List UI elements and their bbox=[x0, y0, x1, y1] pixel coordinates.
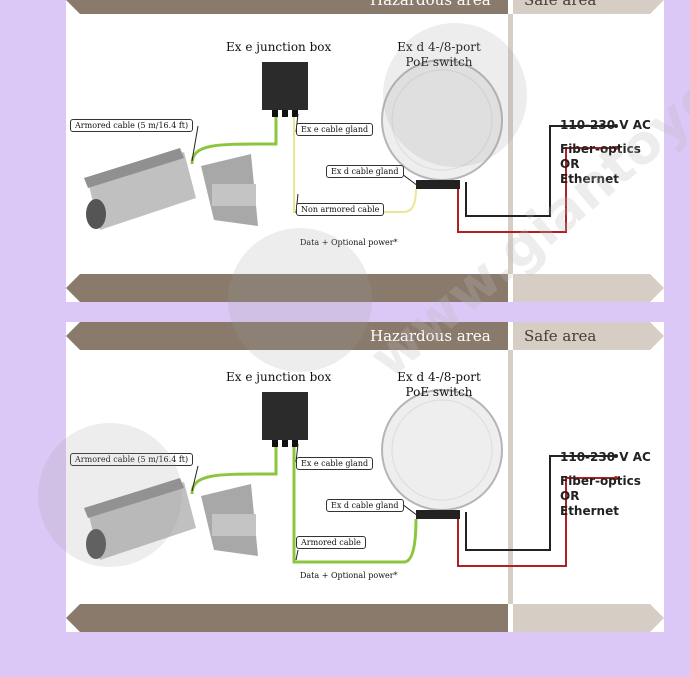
camera-armored-cable bbox=[190, 117, 278, 165]
ex-e-gland-tag: Ex e cable gland bbox=[296, 123, 374, 136]
switch-title: Ex d 4-/8-port PoE switch bbox=[391, 370, 487, 400]
poe-switch-icon bbox=[381, 389, 503, 511]
fiber-label: Fiber-optics OR Ethernet bbox=[560, 142, 664, 187]
zone-arrow-band bbox=[66, 0, 664, 14]
zone-divider bbox=[508, 14, 513, 274]
zone-band-bottom bbox=[66, 274, 664, 302]
link-cable-tag: Armored cable bbox=[296, 536, 366, 549]
switch-title-line1: Ex d 4-/8-port bbox=[397, 40, 481, 54]
zone-band-top: Hazardous area Safe area bbox=[66, 0, 664, 14]
fiber-label-line1: Fiber-optics OR bbox=[560, 474, 641, 503]
fiber-label: Fiber-optics OR Ethernet bbox=[560, 474, 664, 519]
fiber-ethernet-line bbox=[457, 477, 616, 567]
switch-title-line2: PoE switch bbox=[405, 55, 473, 69]
safe-area-label: Safe area bbox=[524, 327, 597, 345]
ex-e-gland-tag: Ex e cable gland bbox=[296, 457, 374, 470]
fiber-label-line1: Fiber-optics OR bbox=[560, 142, 641, 171]
switch-title-line1: Ex d 4-/8-port bbox=[397, 370, 481, 384]
data-power-note: Data + Optional power* bbox=[300, 571, 398, 580]
ac-power-line bbox=[502, 455, 616, 551]
fiber-ethernet-line bbox=[457, 147, 616, 233]
hazardous-area-label: Hazardous area bbox=[370, 0, 491, 9]
ex-d-gland-tag: Ex d cable gland bbox=[326, 165, 404, 178]
junction-box-title: Ex e junction box bbox=[226, 40, 332, 54]
ac-label: 110-230 V AC bbox=[560, 450, 651, 464]
camera-armored-cable bbox=[190, 447, 278, 495]
camera-icon bbox=[84, 478, 258, 560]
non-armored-cable bbox=[293, 117, 417, 213]
diagram-panel-non-armored: Hazardous area Safe area bbox=[66, 0, 664, 302]
armored-link-cable bbox=[292, 447, 418, 564]
switch-ports-icon bbox=[416, 510, 460, 519]
data-power-note: Data + Optional power* bbox=[300, 238, 398, 247]
ex-d-gland-tag: Ex d cable gland bbox=[326, 499, 404, 512]
zone-band-top: Hazardous area Safe area bbox=[66, 322, 664, 350]
fiber-label-line2: Ethernet bbox=[560, 504, 619, 518]
fiber-label-line2: Ethernet bbox=[560, 172, 619, 186]
zone-divider bbox=[508, 350, 513, 604]
connection-diagram bbox=[84, 59, 618, 233]
hazardous-area-label: Hazardous area bbox=[370, 327, 491, 345]
junction-box-icon bbox=[262, 392, 308, 440]
zone-arrow-band-bottom bbox=[66, 604, 664, 632]
switch-title: Ex d 4-/8-port PoE switch bbox=[391, 40, 487, 70]
ac-label: 110-230 V AC bbox=[560, 118, 651, 132]
switch-ports-icon bbox=[416, 180, 460, 189]
camera-icon bbox=[84, 148, 258, 230]
camera-cable-tag: Armored cable (5 m/16.4 ft) bbox=[70, 453, 194, 466]
camera-cable-tag: Armored cable (5 m/16.4 ft) bbox=[70, 119, 194, 132]
zone-arrow-band bbox=[66, 322, 664, 350]
junction-box-title: Ex e junction box bbox=[226, 370, 332, 384]
switch-title-line2: PoE switch bbox=[405, 385, 473, 399]
ac-power-line bbox=[502, 125, 616, 217]
link-cable-tag: Non armored cable bbox=[296, 203, 385, 216]
diagram-panel-armored: Hazardous area Safe area Ex e junction b… bbox=[66, 322, 664, 632]
zone-arrow-band-bottom bbox=[66, 274, 664, 302]
connection-diagram bbox=[84, 389, 618, 567]
junction-box-icon bbox=[262, 62, 308, 110]
poe-switch-icon bbox=[381, 59, 503, 181]
safe-area-label: Safe area bbox=[524, 0, 597, 9]
zone-band-bottom bbox=[66, 604, 664, 632]
